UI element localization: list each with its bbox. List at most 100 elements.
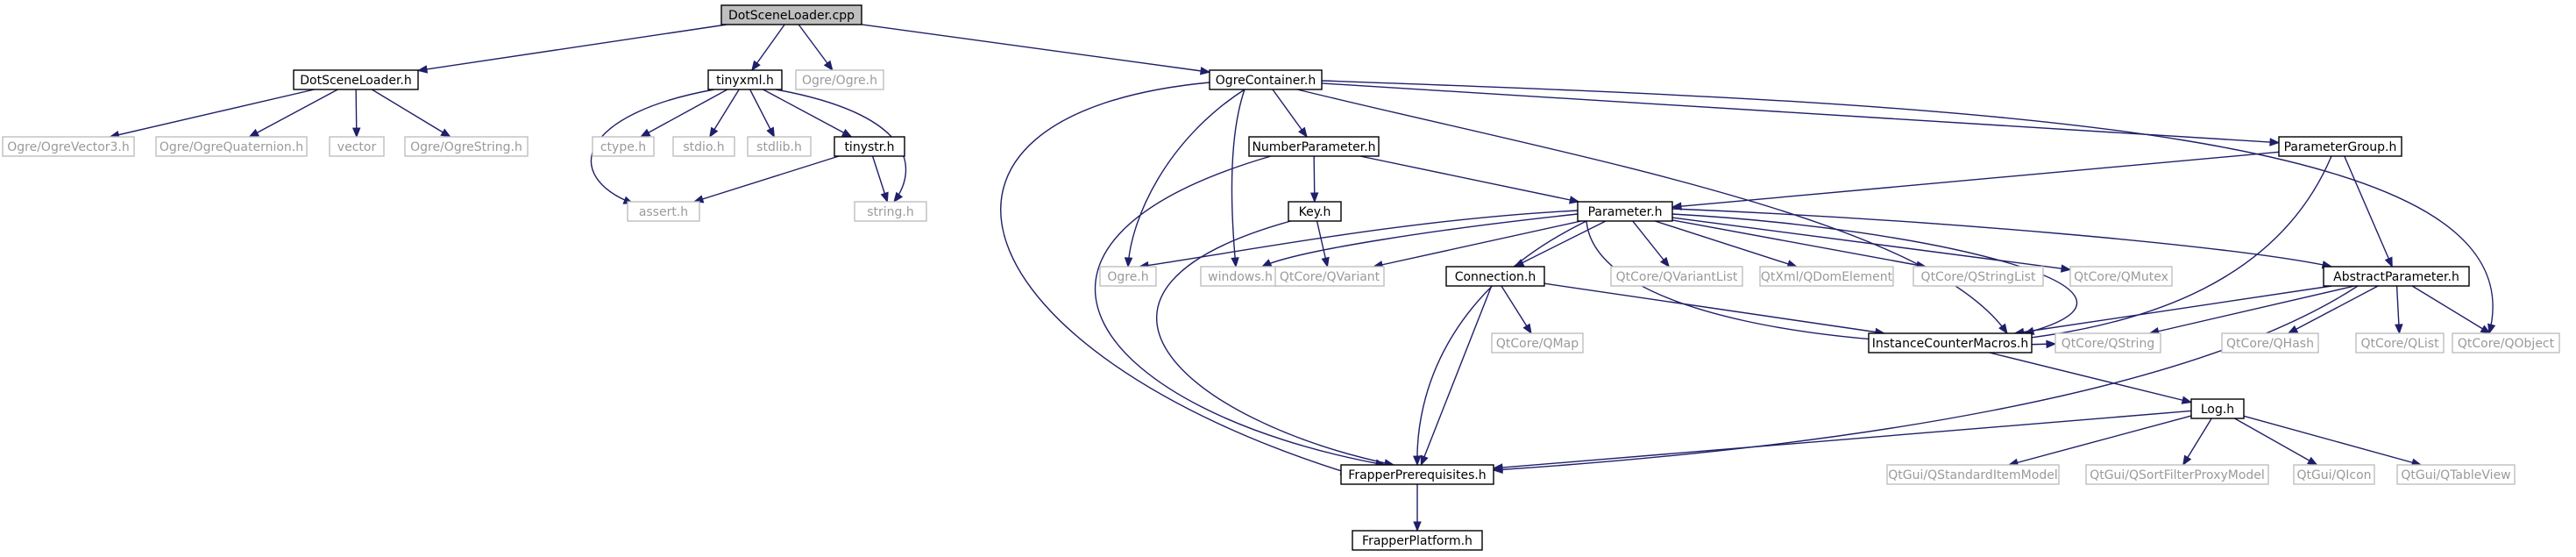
node-label: tinyxml.h: [716, 74, 774, 88]
node-label: vector: [337, 140, 377, 154]
edge-parametergroup-h-to-instancecountermacros-h: [2014, 155, 2332, 343]
node-qobject: QtCore/QObject: [2452, 332, 2560, 353]
node-frapperprerequisites-h[interactable]: FrapperPrerequisites.h: [1340, 464, 1494, 485]
node-box: [1759, 266, 1894, 287]
node-label: Parameter.h: [1588, 205, 1663, 219]
node-windows-h: windows.h: [1200, 266, 1281, 287]
node-label: stdlib.h: [756, 140, 802, 154]
edge-tinystr-h-to-assert-h: [692, 155, 840, 204]
edge-dotsceneloader-h-to-vector: [351, 89, 361, 139]
node-label: Connection.h: [1455, 270, 1536, 284]
node-box: [2452, 332, 2560, 353]
node-label: stdio.h: [683, 140, 724, 154]
node-qicon: QtGui/QIcon: [2293, 464, 2375, 485]
node-label: Ogre.h: [1107, 270, 1148, 284]
node-box: [1886, 464, 2060, 485]
node-stdio-h: stdio.h: [672, 136, 735, 157]
node-box: [2069, 266, 2173, 287]
node-connection-h[interactable]: Connection.h: [1445, 266, 1545, 287]
node-label: QtCore/QList: [2360, 337, 2439, 351]
node-frapperplatform-h[interactable]: FrapperPlatform.h: [1352, 530, 1483, 551]
node-qmutex: QtCore/QMutex: [2069, 266, 2173, 287]
node-label: Ogre/Ogre.h: [802, 74, 877, 88]
edge-connection-h-to-qmap: [1501, 285, 1532, 335]
node-box: [1577, 201, 1673, 222]
node-qstandarditemmodel: QtGui/QStandardItemModel: [1886, 464, 2060, 485]
node-box: [1248, 136, 1380, 157]
node-ogrecontainer-h[interactable]: OgreContainer.h: [1209, 69, 1323, 90]
edge-parameter-h-to-qstringlist: [1671, 219, 1927, 269]
node-ogre-ogre-h: Ogre/Ogre.h: [795, 69, 884, 90]
node-label: QtCore/QStringList: [1921, 270, 2036, 284]
edge-ogrecontainer-h-to-instancecountermacros-h: [1296, 89, 2008, 335]
node-label: DotSceneLoader.h: [300, 74, 412, 88]
node-box: [795, 69, 884, 90]
node-label: ctype.h: [600, 140, 646, 154]
edge-ogrecontainer-h-to-ogre-h: [1124, 89, 1245, 268]
node-qtableview: QtGui/QTableView: [2396, 464, 2516, 485]
edge-parameter-h-to-qmutex: [1671, 217, 2072, 273]
node-tinyxml-h[interactable]: tinyxml.h: [707, 69, 783, 90]
node-label: QtCore/QVariantList: [1616, 270, 1738, 284]
node-ogrevector3-h: Ogre/OgreVector3.h: [2, 136, 135, 157]
node-box: [155, 136, 308, 157]
node-dotsceneloader-cpp[interactable]: DotSceneLoader.cpp: [720, 4, 862, 25]
edge-dotsceneloader-h-to-ogrestring-h: [371, 89, 451, 138]
node-label: QtGui/QStandardItemModel: [1888, 468, 2057, 482]
node-box: [1288, 201, 1342, 222]
edge-log-h-to-qsortfilterproxymodel: [2182, 418, 2212, 467]
node-box: [1610, 266, 1743, 287]
node-qstringlist: QtCore/QStringList: [1912, 266, 2044, 287]
node-label: FrapperPlatform.h: [1362, 534, 1473, 548]
node-label: Ogre/OgreString.h: [410, 140, 522, 154]
node-label: tinystr.h: [844, 140, 894, 154]
node-stdlib-h: stdlib.h: [747, 136, 812, 157]
node-key-h[interactable]: Key.h: [1288, 201, 1342, 222]
node-box: [2054, 332, 2161, 353]
edge-abstractparameter-h-to-qstring: [2148, 285, 2355, 336]
node-label: QtCore/QHash: [2226, 337, 2314, 351]
edge-dotsceneloader-cpp-to-ogre-ogre-h: [798, 24, 834, 72]
node-parametergroup-h[interactable]: ParameterGroup.h: [2278, 136, 2402, 157]
edge-parameter-h-to-qvariantlist: [1632, 220, 1671, 268]
node-dotsceneloader-h[interactable]: DotSceneLoader.h: [293, 69, 419, 90]
node-instancecountermacros-h[interactable]: InstanceCounterMacros.h: [1868, 332, 2033, 353]
edge-parametergroup-h-to-abstractparameter-h: [2344, 155, 2393, 268]
edge-log-h-to-qtableview: [2243, 415, 2423, 467]
node-label: QtCore/QString: [2062, 337, 2154, 351]
edge-parameter-h-to-frapperprerequisites-h: [1413, 220, 1587, 467]
node-box: [1445, 266, 1545, 287]
edge-parameter-h-to-windows-h: [1260, 213, 1579, 268]
node-box: [1868, 332, 2033, 353]
node-box: [2293, 464, 2375, 485]
node-label: QtCore/QObject: [2458, 337, 2555, 351]
node-label: QtCore/QMutex: [2074, 270, 2168, 284]
node-qmap: QtCore/QMap: [1491, 332, 1584, 353]
node-tinystr-h[interactable]: tinystr.h: [834, 136, 905, 157]
node-label: assert.h: [639, 205, 688, 219]
node-box: [1209, 69, 1323, 90]
node-label: Log.h: [2201, 403, 2234, 417]
node-box: [2221, 332, 2319, 353]
node-label: InstanceCounterMacros.h: [1872, 337, 2028, 351]
node-label: OgreContainer.h: [1216, 74, 1316, 88]
node-numberparameter-h[interactable]: NumberParameter.h: [1248, 136, 1380, 157]
edge-abstractparameter-h-to-qlist: [2395, 285, 2403, 335]
node-qdomelement: QtXml/QDomElement: [1759, 266, 1894, 287]
node-box: [1912, 266, 2044, 287]
node-qsortfilterproxymodel: QtGui/QSortFilterProxyModel: [2085, 464, 2269, 485]
edge-dotsceneloader-h-to-ogrevector3-h: [109, 89, 315, 139]
node-box: [1274, 266, 1385, 287]
node-box: [854, 201, 927, 222]
node-log-h[interactable]: Log.h: [2190, 398, 2245, 419]
dependency-edges: [109, 24, 2496, 532]
edge-key-h-to-frapperprerequisites-h: [1156, 218, 1395, 468]
node-abstractparameter-h[interactable]: AbstractParameter.h: [2323, 266, 2470, 287]
node-ogrequaternion-h: Ogre/OgreQuaternion.h: [155, 136, 308, 157]
node-box: [834, 136, 905, 157]
node-label: QtXml/QDomElement: [1761, 270, 1893, 284]
edge-ogrecontainer-h-to-parametergroup-h: [1321, 82, 2281, 146]
node-parameter-h[interactable]: Parameter.h: [1577, 201, 1673, 222]
